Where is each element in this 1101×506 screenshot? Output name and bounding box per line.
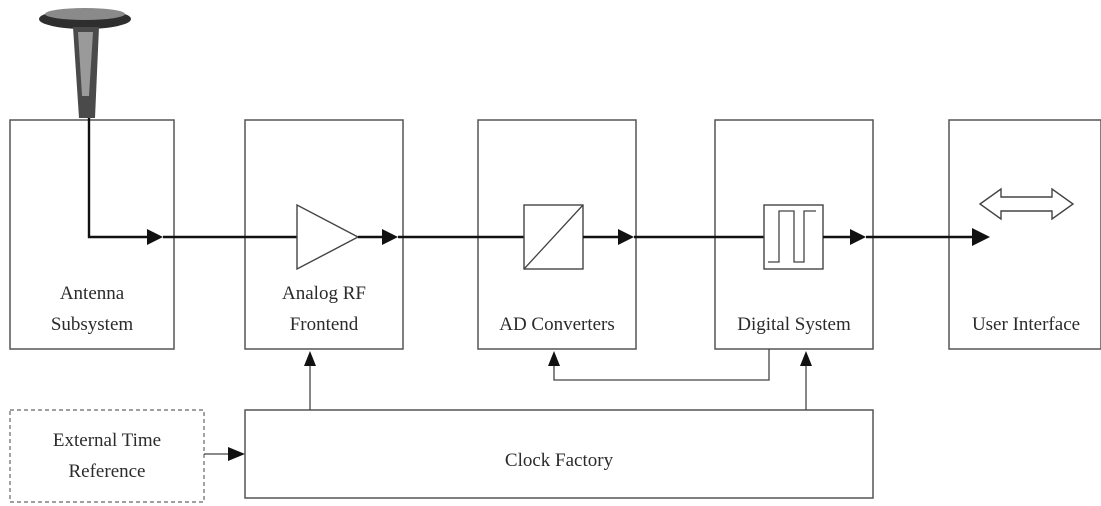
antenna-feed-line [87,118,150,239]
clock-pulse-icon [763,204,824,270]
amplifier-icon [296,203,360,271]
rf-label-line2: Frontend [290,314,359,335]
converter-icon [523,204,584,270]
arrow-amplifier-out [382,229,398,245]
arrow-into-user-interface [972,228,990,246]
external-reference-label-line2: Reference [69,461,146,482]
adc-label: AD Converters [499,314,615,335]
arrow-clock-into-digital [800,351,812,366]
external-time-reference-block [9,409,205,503]
arrow-into-rf-frontend [147,229,163,245]
antenna-icon [39,8,131,118]
arrow-feedback-into-adc [548,351,560,366]
user-interface-label: User Interface [972,314,1080,335]
antenna-subsystem-block [9,119,175,350]
arrow-converter-out [618,229,634,245]
arrow-clock-into-rf [304,351,316,366]
feedback-line [553,349,770,381]
rf-label-line1: Analog RF [282,283,366,304]
arrow-digital-out [850,229,866,245]
external-reference-label-line1: External Time [53,430,161,451]
antenna-label-line2: Subsystem [51,314,134,335]
bidirectional-arrow-icon [978,187,1075,221]
arrow-into-clock-factory [228,447,245,461]
digital-system-label: Digital System [737,314,851,335]
clock-factory-label: Clock Factory [505,450,614,471]
antenna-label-line1: Antenna [60,283,125,304]
